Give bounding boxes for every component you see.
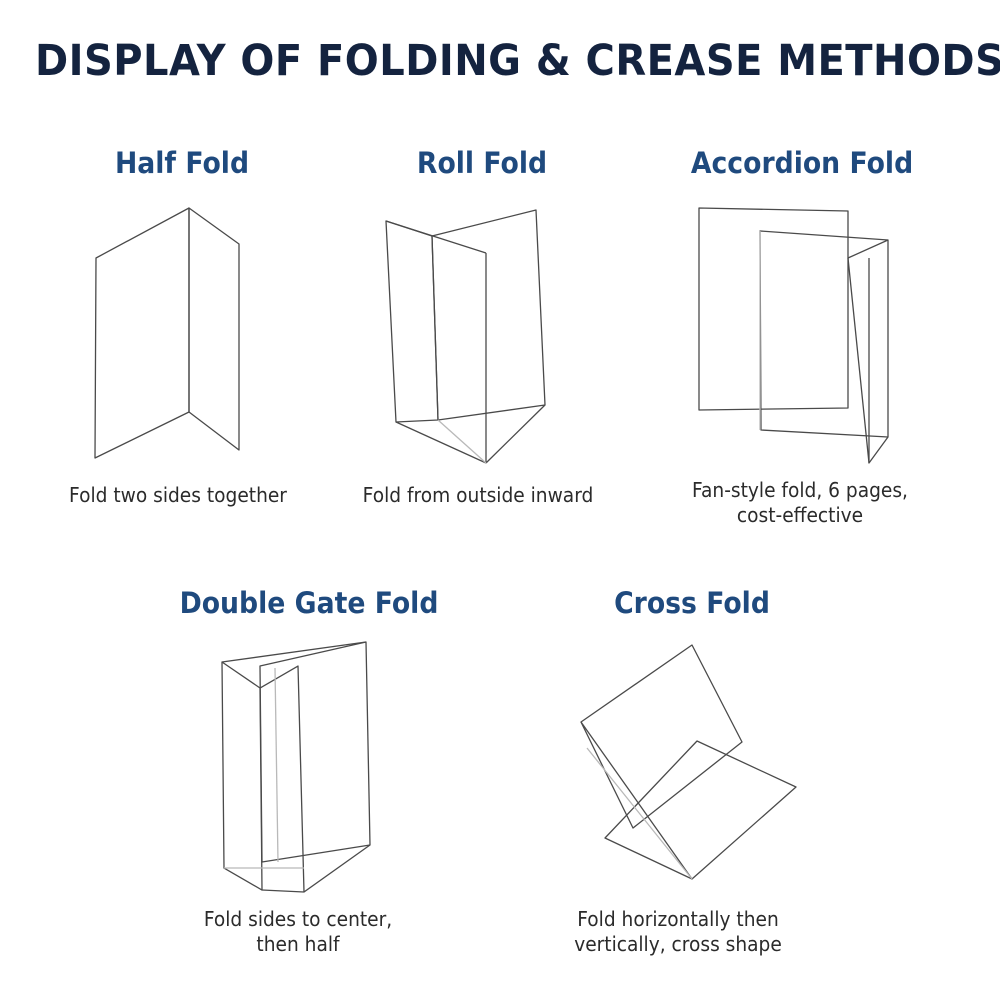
double-gate-top-edge: [221, 641, 367, 663]
half-fold-title: Half Fold: [114, 146, 250, 180]
half-fold-caption-line: Fold two sides together: [69, 483, 287, 507]
cross-fold-caption-line-2: vertically, cross shape: [574, 932, 782, 956]
double-gate-fold-caption-line-1: Fold sides to center,: [203, 907, 393, 931]
cross-fold-diagonal-crease: [580, 721, 693, 880]
half-fold-right-panel: [188, 207, 240, 451]
roll-fold-hidden-edge: [437, 419, 487, 464]
double-gate-hidden-crease: [274, 667, 279, 863]
double-gate-back-panel: [259, 641, 371, 863]
cross-fold-caption: Fold horizontally then vertically, cross…: [574, 907, 782, 957]
roll-fold-back-panel: [385, 220, 439, 423]
double-gate-right-flap: [259, 665, 305, 893]
cross-fold-large-panel: [580, 644, 743, 829]
accordion-fold-illustration: [698, 207, 889, 464]
roll-fold-title: Roll Fold: [416, 146, 548, 180]
accordion-fold-caption-line-1: Fan-style fold, 6 pages,: [692, 478, 908, 502]
half-fold-illustration: [94, 207, 240, 459]
roll-fold-inner-panel-top: [385, 220, 487, 254]
roll-fold-caption: Fold from outside inward: [363, 483, 594, 508]
roll-fold-illustration: [385, 209, 546, 464]
accordion-fold-middle-panel: [759, 230, 889, 438]
roll-fold-inner-panel-base: [485, 404, 546, 464]
half-fold-left-panel: [94, 207, 190, 459]
accordion-fold-front-panel: [847, 257, 889, 464]
cross-fold-hidden-edge: [586, 747, 693, 880]
accordion-fold-title: Accordion Fold: [690, 146, 914, 180]
double-gate-fold-illustration: [221, 641, 371, 893]
double-gate-fold-title: Double Gate Fold: [179, 586, 439, 620]
cross-fold-illustration: [580, 644, 797, 880]
cross-fold-small-panel: [604, 740, 797, 880]
accordion-fold-caption: Fan-style fold, 6 pages, cost-effective: [692, 478, 908, 528]
roll-fold-front-panel: [431, 209, 546, 421]
accordion-fold-front-top: [847, 239, 889, 259]
cross-fold-caption-line-1: Fold horizontally then: [577, 907, 779, 931]
roll-fold-caption-line: Fold from outside inward: [362, 483, 594, 507]
page-title: DISPLAY OF FOLDING & CREASE METHODS: [35, 36, 1000, 86]
double-gate-bottom-edge: [303, 844, 371, 893]
double-gate-fold-caption-line-2: then half: [256, 932, 340, 956]
double-gate-fold-caption: Fold sides to center, then half: [204, 907, 392, 957]
accordion-fold-back-panel: [698, 207, 849, 411]
roll-fold-inner-panel-bottom: [395, 421, 487, 464]
cross-fold-title: Cross Fold: [614, 586, 770, 620]
half-fold-caption: Fold two sides together: [69, 483, 287, 508]
double-gate-left-panel: [221, 661, 263, 891]
accordion-fold-caption-line-2: cost-effective: [736, 503, 864, 527]
